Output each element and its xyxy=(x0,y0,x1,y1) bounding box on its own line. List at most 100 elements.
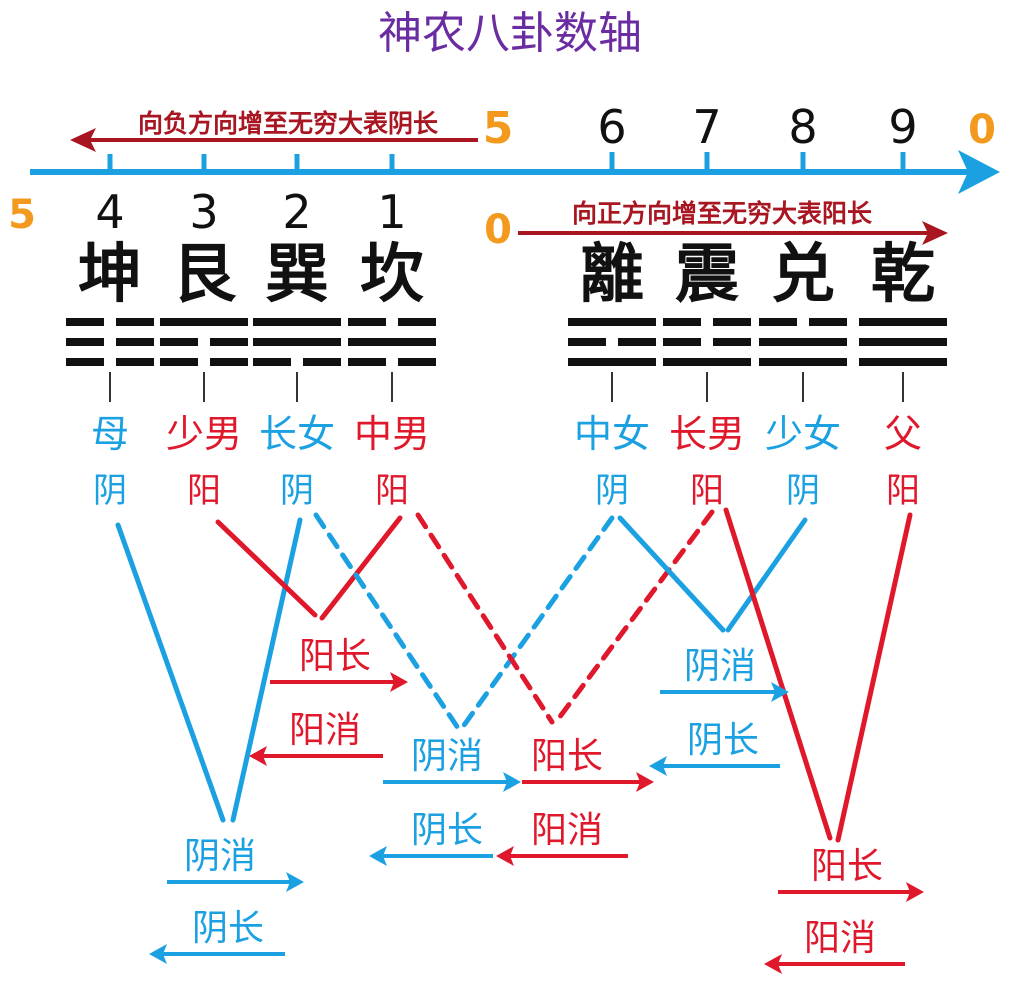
family-role: 少男 xyxy=(166,412,242,456)
flow-arrow-head xyxy=(771,682,789,702)
flow-label: 阳长 xyxy=(778,846,924,902)
flow-label-text: 阴长 xyxy=(192,908,264,949)
flow-arrow-head xyxy=(249,746,267,766)
dashed-connection-line xyxy=(459,515,615,731)
family-role: 中男 xyxy=(354,412,430,456)
yin-line-right xyxy=(618,338,656,346)
yin-line-left xyxy=(348,358,386,366)
trigram-symbol xyxy=(568,318,656,366)
axis-arrow-head xyxy=(958,150,1000,194)
yinyang-label: 阳 xyxy=(886,471,920,511)
negative-direction-text: 向负方向增至无穷大表阴长 xyxy=(138,109,439,138)
flow-label: 阴长 xyxy=(649,720,780,776)
flow-label-text: 阳消 xyxy=(289,710,361,751)
yin-line-left xyxy=(663,338,701,346)
yin-line-left xyxy=(160,358,198,366)
flow-label: 阴消 xyxy=(167,836,304,892)
yin-line-right xyxy=(398,358,436,366)
flow-arrow-head xyxy=(503,772,521,792)
trigram-number: 3 xyxy=(189,185,218,239)
yang-line xyxy=(253,338,341,346)
flow-label: 阳消 xyxy=(249,710,383,766)
yinyang-label: 阳 xyxy=(375,471,409,511)
connection-lines xyxy=(115,507,913,843)
flow-label-text: 阳消 xyxy=(531,810,603,851)
flow-label: 阳消 xyxy=(496,810,628,866)
connection-line xyxy=(215,519,318,618)
trigram-name: 離 xyxy=(580,237,644,312)
yin-line-right xyxy=(116,358,154,366)
yinyang-label: 阳 xyxy=(690,471,724,511)
flow-arrow-head xyxy=(906,882,924,902)
trigram-name: 震 xyxy=(675,237,740,312)
yin-line-left xyxy=(66,318,104,326)
flow-label: 阴长 xyxy=(369,810,493,866)
yin-line-right xyxy=(809,318,847,326)
axis-center-top-label: 5 xyxy=(483,103,514,154)
yang-line xyxy=(160,318,248,326)
flow-label-text: 阴长 xyxy=(687,720,759,761)
yin-line-left xyxy=(66,358,104,366)
connection-line xyxy=(725,517,808,633)
flow-label-text: 阳长 xyxy=(811,846,883,887)
flow-label: 阴长 xyxy=(149,908,285,964)
trigram-name: 坤 xyxy=(78,237,142,312)
connection-line xyxy=(115,522,226,823)
flow-label-text: 阳消 xyxy=(804,918,876,959)
title: 神农八卦数轴 xyxy=(378,8,642,59)
yinyang-label: 阴 xyxy=(786,471,820,511)
flow-label: 阴消 xyxy=(383,736,521,792)
yin-line-right xyxy=(116,338,154,346)
positive-direction-text: 向正方向增至无穷大表阳长 xyxy=(572,199,873,228)
flow-label-text: 阴消 xyxy=(184,836,256,877)
yinyang-label: 阴 xyxy=(93,471,127,511)
flow-label-text: 阴消 xyxy=(684,646,756,687)
yang-line xyxy=(859,338,947,346)
flow-arrow-head xyxy=(496,846,514,866)
yin-line-left xyxy=(66,338,104,346)
yin-line-right xyxy=(116,318,154,326)
positive-direction-arrow: 向正方向增至无穷大表阳长 xyxy=(518,199,948,245)
flow-label-text: 阳长 xyxy=(531,736,603,777)
yang-line xyxy=(568,358,656,366)
trigram-name: 巽 xyxy=(265,237,329,312)
yang-line xyxy=(348,338,436,346)
trigram-number: 8 xyxy=(788,100,817,154)
flow-arrow-head xyxy=(649,756,667,776)
yinyang-label: 阴 xyxy=(280,471,314,511)
trigram-number: 7 xyxy=(692,100,721,154)
dashed-connection-line xyxy=(313,512,461,731)
yin-line-right xyxy=(210,338,248,346)
flow-arrow-head xyxy=(149,944,167,964)
yin-line-left xyxy=(759,318,797,326)
family-role: 少女 xyxy=(765,412,841,456)
yinyang-label: 阳 xyxy=(187,471,221,511)
axis-right-end-label: 0 xyxy=(968,107,996,153)
flow-arrow-head xyxy=(390,672,408,692)
yinyang-label: 阴 xyxy=(595,471,629,511)
flow-label-text: 阴长 xyxy=(411,810,483,851)
flow-label-text: 阳长 xyxy=(299,636,371,677)
trigram-name: 乾 xyxy=(871,237,935,312)
yang-line xyxy=(759,338,847,346)
family-role: 中女 xyxy=(574,412,650,456)
trigram-symbol xyxy=(663,318,751,366)
connection-line xyxy=(319,515,403,621)
family-role: 长女 xyxy=(259,412,335,456)
flow-label: 阴消 xyxy=(660,646,789,702)
yang-line xyxy=(568,318,656,326)
trigram-symbol xyxy=(160,318,248,366)
family-role: 母 xyxy=(91,412,129,456)
axis-center-bottom-label: 0 xyxy=(484,207,512,253)
trigram-number: 4 xyxy=(95,185,124,239)
yang-line xyxy=(759,358,847,366)
connection-line xyxy=(617,515,726,633)
negative-direction-arrow: 向负方向增至无穷大表阴长 xyxy=(70,109,478,152)
